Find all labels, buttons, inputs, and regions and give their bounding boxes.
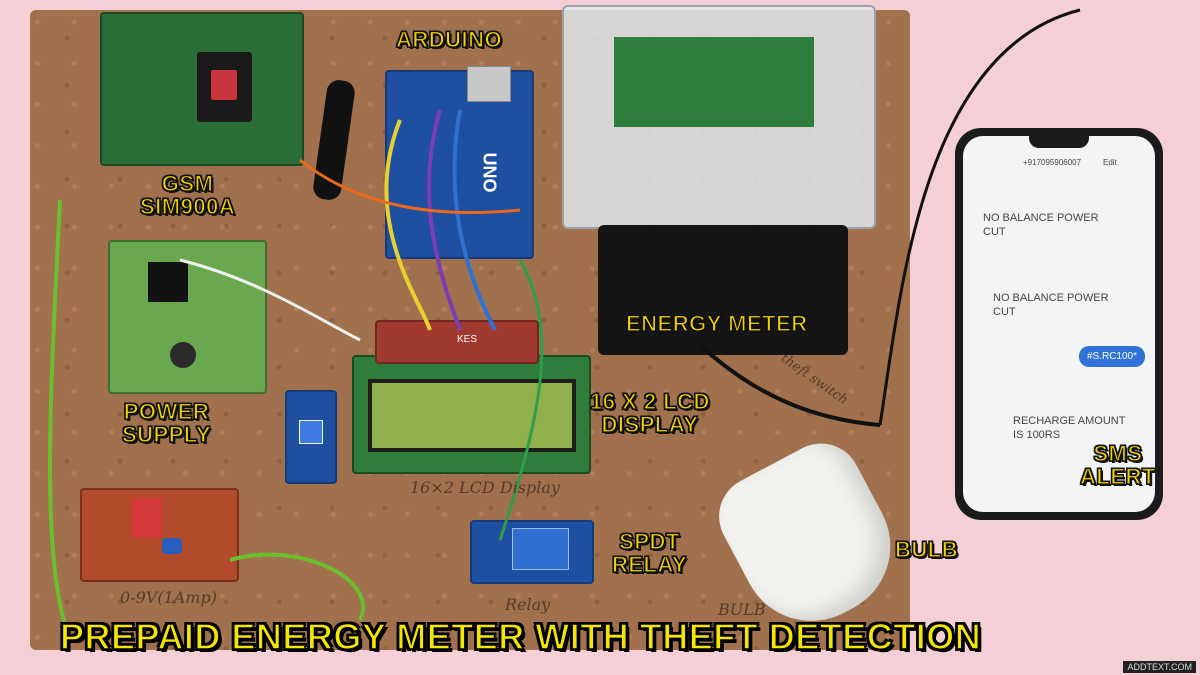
label-bulb: BULB [894, 537, 959, 562]
edit-link[interactable]: Edit [1103, 158, 1117, 167]
sms-outgoing: #S.RC100* [1078, 346, 1145, 367]
handwritten-relay: Relay [505, 595, 551, 614]
phone-screen: +917095906007 Edit NO BALANCE POWER CUT … [963, 136, 1155, 512]
label-energy-meter: ENERGY METER [625, 311, 808, 336]
relay-block [512, 528, 569, 570]
label-relay-line2: RELAY [611, 552, 688, 578]
phone-notch [1029, 136, 1089, 148]
sensor-module [285, 390, 337, 484]
smartphone: +917095906007 Edit NO BALANCE POWER CUT … [955, 128, 1163, 520]
energy-meter-base [598, 225, 848, 355]
handwritten-lcd: 16×2 LCD Display [410, 478, 560, 497]
label-lcd-line2: DISPLAY [601, 412, 699, 438]
label-arduino: ARDUINO [395, 27, 503, 52]
meter-pcb [614, 37, 814, 127]
capacitor [170, 342, 196, 368]
relay-module [470, 520, 594, 584]
lcd-screen [368, 379, 576, 452]
label-lcd-line1: 16 X 2 LCD [589, 389, 710, 414]
coil [132, 498, 162, 538]
transformer-board [80, 488, 239, 582]
power-supply-board [108, 240, 267, 394]
label-gsm: GSM SIM900A [139, 171, 236, 220]
potentiometer [299, 420, 323, 444]
label-power-supply: POWER SUPPLY [121, 399, 212, 448]
main-title: PREPAID ENERGY METER WITH THEFT DETECTIO… [59, 615, 982, 658]
sim-slot [197, 52, 252, 122]
label-gsm-line1: GSM [161, 171, 214, 196]
label-power-line2: SUPPLY [121, 422, 212, 448]
sms-message-3: RECHARGE AMOUNT IS 100RS [1013, 415, 1126, 442]
lcd-module [352, 355, 591, 474]
label-relay: SPDT RELAY [611, 529, 688, 578]
lcd-pcb-text: KES [457, 334, 478, 345]
voltage-regulator [148, 262, 188, 302]
handwritten-power: 0-9V(1Amp) [120, 588, 217, 607]
sms-message-2: NO BALANCE POWER CUT [993, 292, 1109, 319]
label-sms-line1: SMS [1093, 441, 1143, 466]
sms-message-1: NO BALANCE POWER CUT [983, 212, 1099, 239]
label-lcd: 16 X 2 LCD DISPLAY [589, 389, 710, 438]
sender-number: +917095906007 [1023, 158, 1082, 167]
watermark: ADDTEXT.COM [1123, 661, 1196, 673]
label-gsm-line2: SIM900A [139, 194, 236, 220]
gsm-module [100, 12, 304, 166]
label-sms-line2: ALERT [1079, 464, 1156, 490]
blue-capacitor [162, 538, 182, 554]
label-relay-line1: SPDT [619, 529, 680, 554]
usb-port [467, 66, 511, 102]
label-power-line1: POWER [123, 399, 210, 424]
handwritten-bulb: BULB [718, 600, 766, 619]
label-sms-alert: SMS ALERT [1079, 441, 1156, 490]
